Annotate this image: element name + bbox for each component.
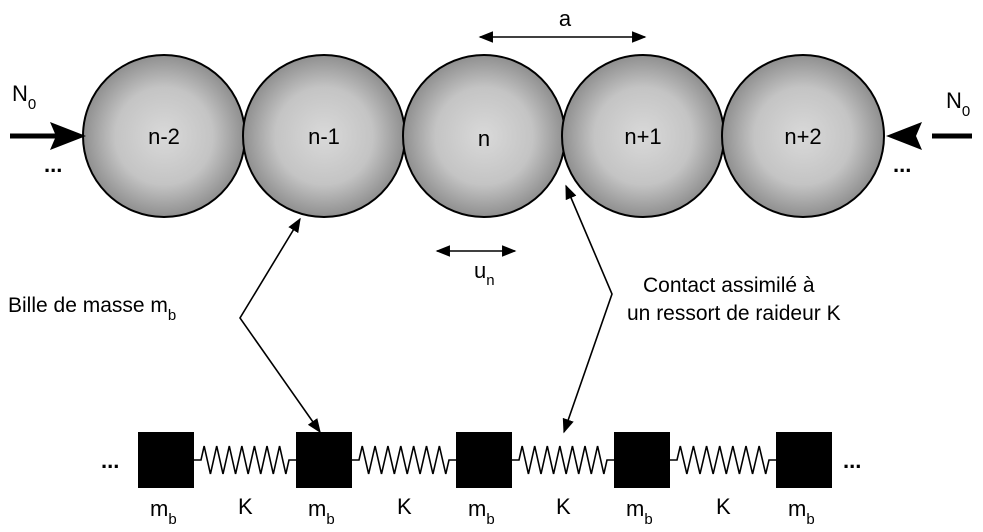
- bead-caption: Bille de masse mb: [8, 294, 176, 324]
- force-right-label: N0: [946, 88, 970, 120]
- ellipsis-left: ...: [44, 152, 62, 177]
- contact-caption-pointer: [562, 184, 613, 434]
- bead-row: n-2 n-1 n n+1 n+2: [82, 54, 885, 218]
- bead-label-n-minus-2: n-2: [148, 124, 180, 149]
- spring-label: K: [556, 494, 571, 519]
- spring: [512, 445, 614, 475]
- mass-label: mb: [788, 496, 815, 528]
- ellipsis-chain-right: ...: [843, 448, 861, 473]
- bead-n-plus-1: n+1: [561, 54, 725, 218]
- force-right: N0 ...: [886, 88, 972, 177]
- bead-label-n-plus-1: n+1: [624, 124, 661, 149]
- mass-spring-chain: ... ... mb mb mb mb mb K K K K: [101, 432, 861, 528]
- force-left-label: N0: [12, 81, 36, 113]
- mass-block: [776, 432, 832, 488]
- mass-block: [138, 432, 194, 488]
- bead-label-n-minus-1: n-1: [308, 124, 340, 149]
- bead-label-n: n: [478, 126, 490, 151]
- mass-block: [614, 432, 670, 488]
- mass-label: mb: [468, 496, 495, 528]
- contact-caption-line1: Contact assimilé à: [643, 274, 815, 297]
- bead-caption-pointer: [239, 217, 321, 434]
- spring: [194, 445, 296, 475]
- displacement-label: un: [474, 258, 495, 289]
- bead-n-minus-1: n-1: [242, 54, 406, 218]
- bead-n-plus-2: n+2: [721, 54, 885, 218]
- mass-block: [296, 432, 352, 488]
- mass-label: mb: [150, 496, 177, 528]
- mass-label: mb: [308, 496, 335, 528]
- bead-n: n: [402, 54, 566, 218]
- spacing-label: a: [559, 6, 572, 31]
- mass-block: [456, 432, 512, 488]
- bead-label-n-plus-2: n+2: [784, 124, 821, 149]
- spring-label: K: [716, 494, 731, 519]
- force-right-arrowhead: [886, 122, 922, 150]
- ellipsis-right-top: ...: [893, 152, 911, 177]
- spring: [670, 445, 776, 475]
- spring: [352, 445, 456, 475]
- spring-label: K: [238, 494, 253, 519]
- force-left-arrowhead: [50, 122, 86, 150]
- contact-caption-line2: un ressort de raideur K: [627, 302, 841, 325]
- spring-label: K: [397, 494, 412, 519]
- bead-n-minus-2: n-2: [82, 54, 246, 218]
- force-left: N0 ...: [10, 81, 86, 177]
- ellipsis-chain-left: ...: [101, 448, 119, 473]
- mass-label: mb: [626, 496, 653, 528]
